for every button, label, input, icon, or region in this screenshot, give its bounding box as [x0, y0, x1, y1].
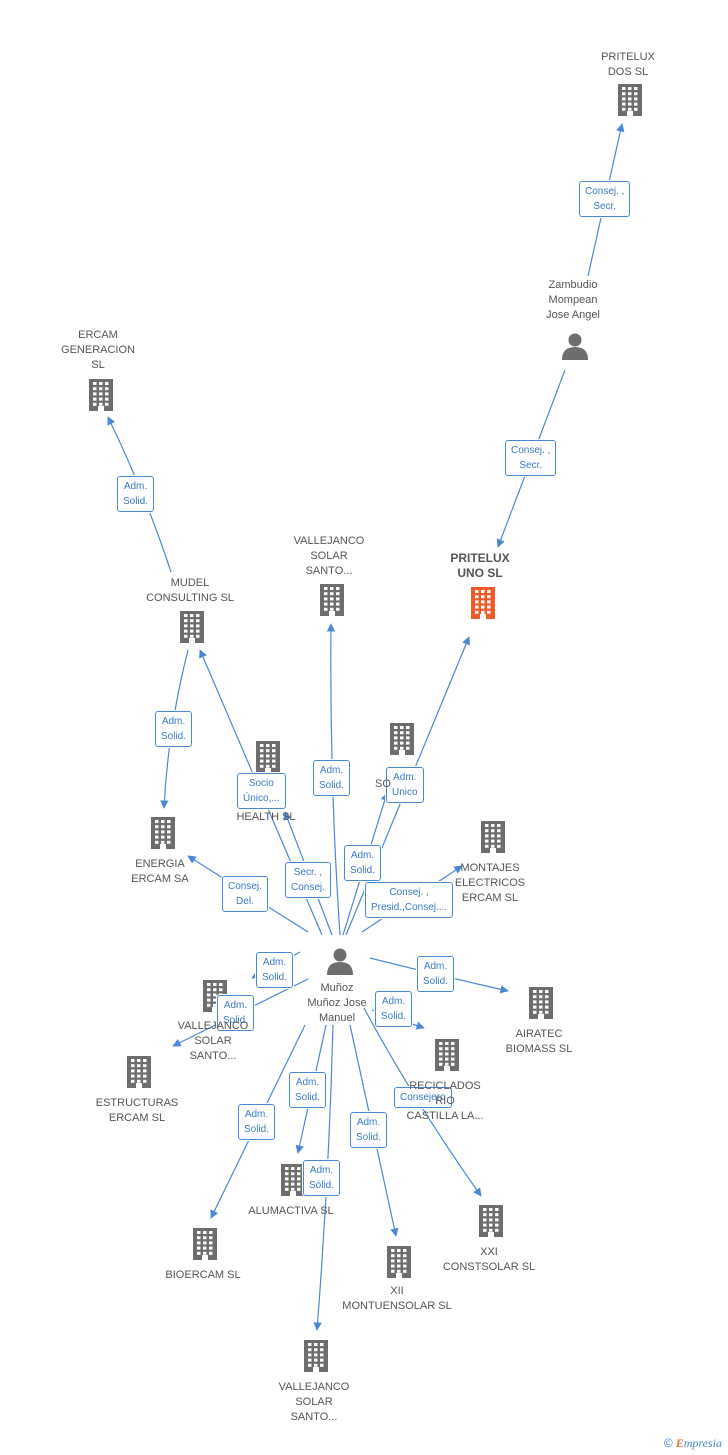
node-label-montajes[interactable]: MONTAJES ELECTRICOS ERCAM SL	[454, 862, 526, 904]
building-icon[interactable]	[180, 611, 204, 643]
building-icon[interactable]	[387, 1246, 411, 1278]
edge-label[interactable]: Consejero	[394, 1087, 452, 1108]
building-icon[interactable]	[529, 987, 553, 1019]
node-label-pritelux-uno[interactable]: PRITELUX UNO SL	[450, 551, 510, 580]
building-icon[interactable]	[618, 84, 642, 116]
edge-label[interactable]: Adm. Solid.	[417, 956, 455, 992]
building-icon[interactable]	[390, 723, 414, 755]
node-label-health[interactable]: HEALTH SL	[236, 811, 296, 823]
building-icon[interactable]	[281, 1164, 305, 1196]
edge-label[interactable]: Consej. , Secr.	[505, 440, 557, 476]
building-icon[interactable]	[193, 1228, 217, 1260]
edge-label[interactable]: Adm. Solid.	[303, 1160, 341, 1196]
node-label-pritelux-dos[interactable]: PRITELUX DOS SL	[601, 51, 655, 78]
building-icon[interactable]	[256, 741, 280, 773]
building-icon[interactable]	[151, 817, 175, 849]
building-icon[interactable]	[435, 1039, 459, 1071]
person-icon[interactable]	[327, 948, 353, 976]
empresia-watermark: © Empresia	[663, 1436, 722, 1450]
person-icon[interactable]	[562, 333, 588, 361]
edge-label[interactable]: Adm. Solid.	[256, 952, 294, 988]
building-icon[interactable]	[304, 1340, 328, 1372]
edge-label[interactable]: Adm. Solid.	[155, 711, 193, 747]
building-icon[interactable]	[203, 980, 227, 1012]
building-icon[interactable]	[127, 1056, 151, 1088]
edge-label[interactable]: Adm. Solid.	[344, 845, 382, 881]
edge-label[interactable]: Consej. , Secr.	[579, 181, 631, 217]
building-icon[interactable]	[481, 821, 505, 853]
edge-label[interactable]: Adm. Solid.	[217, 995, 255, 1031]
edge-label[interactable]: Adm. Solid.	[117, 476, 155, 512]
node-label-xxi[interactable]: XXI CONSTSOLAR SL	[442, 1246, 536, 1273]
node-label-bioercam[interactable]: BIOERCAM SL	[165, 1269, 241, 1281]
edge-label[interactable]: Adm. Solid.	[375, 991, 413, 1027]
node-label-so[interactable]: SO	[375, 778, 391, 790]
edge-label[interactable]: Secr. , Consej.	[285, 862, 331, 898]
edge-label[interactable]: Adm. Unico	[386, 767, 424, 803]
node-label-airatec[interactable]: AIRATEC BIOMASS SL	[505, 1028, 573, 1055]
node-label-vallejanco-left[interactable]: VALLEJANCO SOLAR SANTO...	[177, 1020, 249, 1062]
node-label-xii[interactable]: XII MONTUENSOLAR SL	[342, 1285, 452, 1312]
edge-label[interactable]: Adm. Solid.	[350, 1112, 388, 1148]
node-label-vallejanco-bottom[interactable]: VALLEJANCO SOLAR SANTO...	[278, 1381, 350, 1423]
building-icon[interactable]	[320, 584, 344, 616]
node-label-vallejanco-top[interactable]: VALLEJANCO SOLAR SANTO...	[293, 535, 365, 577]
node-label-mudel[interactable]: MUDEL CONSULTING SL	[146, 577, 234, 604]
edge-label[interactable]: Adm. Solid.	[289, 1072, 327, 1108]
node-label-estructuras[interactable]: ESTRUCTURAS ERCAM SL	[95, 1097, 179, 1124]
node-label-alumactiva[interactable]: ALUMACTIVA SL	[248, 1205, 334, 1217]
node-label-munoz[interactable]: Muñoz Muñoz Jose Manuel	[307, 982, 367, 1024]
building-icon[interactable]	[479, 1205, 503, 1237]
edge-label[interactable]: Adm. Solid.	[313, 760, 351, 796]
edge-label[interactable]: Socio Único,...	[237, 773, 286, 809]
node-label-reciclados[interactable]: RECICLADOS RIO CASTILLA LA...	[406, 1080, 484, 1122]
building-icon[interactable]	[471, 587, 495, 619]
edge-label[interactable]: Adm. Solid.	[238, 1104, 276, 1140]
building-icon[interactable]	[89, 379, 113, 411]
edge-label[interactable]: Consej. , Presid.,Consej....	[365, 882, 454, 918]
node-label-ercam-gen[interactable]: ERCAM GENERACION SL	[61, 329, 135, 371]
node-label-zambudio[interactable]: Zambudio Mompean Jose Angel	[546, 279, 600, 321]
node-label-energia[interactable]: ENERGIA ERCAM SA	[131, 858, 189, 885]
edge-label[interactable]: Consej. Del.	[222, 876, 268, 912]
